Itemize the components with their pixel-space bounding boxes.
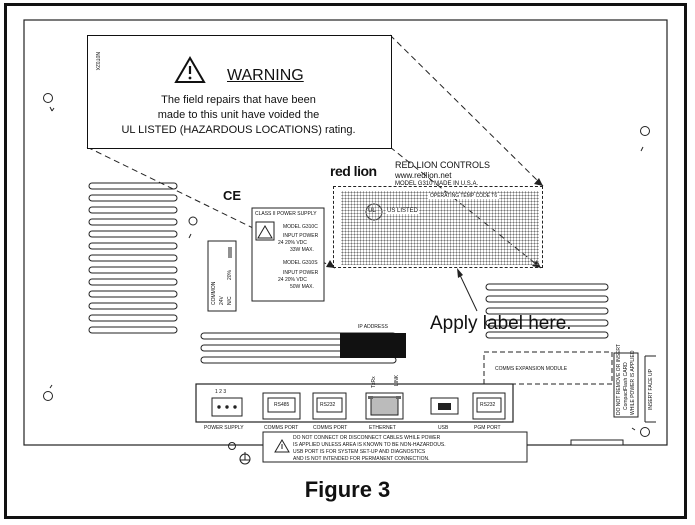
terminal-nc-label: N/C [227,296,233,305]
pgm-port-label: PGM PORT [474,425,501,431]
warning-line-1: The field repairs that have been [161,94,316,106]
terminal-common-label: COMMON [211,281,217,305]
comms-expansion-label: COMMS EXPANSION MODULE [495,366,568,372]
figure-caption: Figure 3 [304,477,391,502]
operating-temp-line: OPERATING TEMP CODE T6 [428,193,500,199]
ethernet-link-label: LINK [394,374,400,386]
figure-frame [4,3,687,519]
warning-side-code: N0T02X [94,52,100,71]
terminal-24v-label: 24V [219,296,225,305]
cable-warning-line-1: DO NOT CONNECT OR DISCONNECT CABLES WHIL… [293,435,441,441]
ethernet-port-label: ETHERNET [369,425,396,431]
comms-port-2-label: COMMS PORT [313,425,348,431]
comms-port-1-label: COMMS PORT [264,425,299,431]
terminal-pct-label: 20% [227,269,233,280]
ethernet-txrx-label: TxRx [371,376,377,388]
ps-spec-a2: 33W MAX. [290,247,314,253]
power-supply-port-label: POWER SUPPLY [204,425,244,431]
warning-line-3: UL LISTED (HAZARDOUS LOCATIONS) rating. [121,124,356,136]
warning-label [87,35,392,149]
red-lion-logo: red lion [330,163,377,179]
ps-model-b: MODEL G310S [283,260,318,266]
ps-spec-b2: 50W MAX. [290,284,314,290]
rs485-port-label: RS485 [274,402,290,408]
ul-listed-text: US LISTED [386,208,420,214]
ps-input-a: INPUT POWER [283,233,319,239]
cf-warning-line-3: WHILE POWER IS APPLIED [630,350,636,415]
label-placement-pattern [341,191,539,265]
warning-line-2: made to this unit have voided the [157,109,320,121]
ps-model-a: MODEL G310C [283,224,318,230]
manufacturer-name: RED LION CONTROLS [395,160,491,170]
cable-warning-line-3: USB PORT IS FOR SYSTEM SET-UP AND DIAGNO… [293,449,426,455]
rs232-pgm-port-label: RS232 [480,402,496,408]
rs232-port-label: RS232 [320,402,336,408]
model-line: MODEL G310 MADE IN U.S.A. [395,181,479,187]
ul-mark: UL [368,208,376,214]
ip-address-label: IP ADDRESS [358,324,388,330]
warning-title: WARNING [227,67,304,84]
cable-warning-line-2: IS APPLIED UNLESS AREA IS KNOWN TO BE NO… [293,442,446,448]
ps-spec-b1: 24 20% VDC [278,277,307,283]
apply-label-callout: Apply label here. [430,313,572,334]
power-pin-numbers: 1 2 3 [215,389,227,395]
usb-port-label: USB [438,425,449,431]
cf-warning-line-1: DO NOT REMOVE OR INSERT [616,344,622,415]
label-placement-area [333,186,543,268]
ce-mark: CE [223,188,242,203]
cf-insert-face-up: INSERT FACE UP [648,369,654,410]
manufacturer-url: www.redlion.net [395,171,452,180]
ps-title: CLASS II POWER SUPPLY [255,211,317,217]
ps-spec-a1: 24 20% VDC [278,240,307,246]
cable-warning-line-4: AND IS NOT INTENDED FOR PERMANENT CONNEC… [293,456,430,462]
cf-warning-line-2: CompactFlash CARD [623,362,629,410]
ps-input-b: INPUT POWER [283,270,319,276]
